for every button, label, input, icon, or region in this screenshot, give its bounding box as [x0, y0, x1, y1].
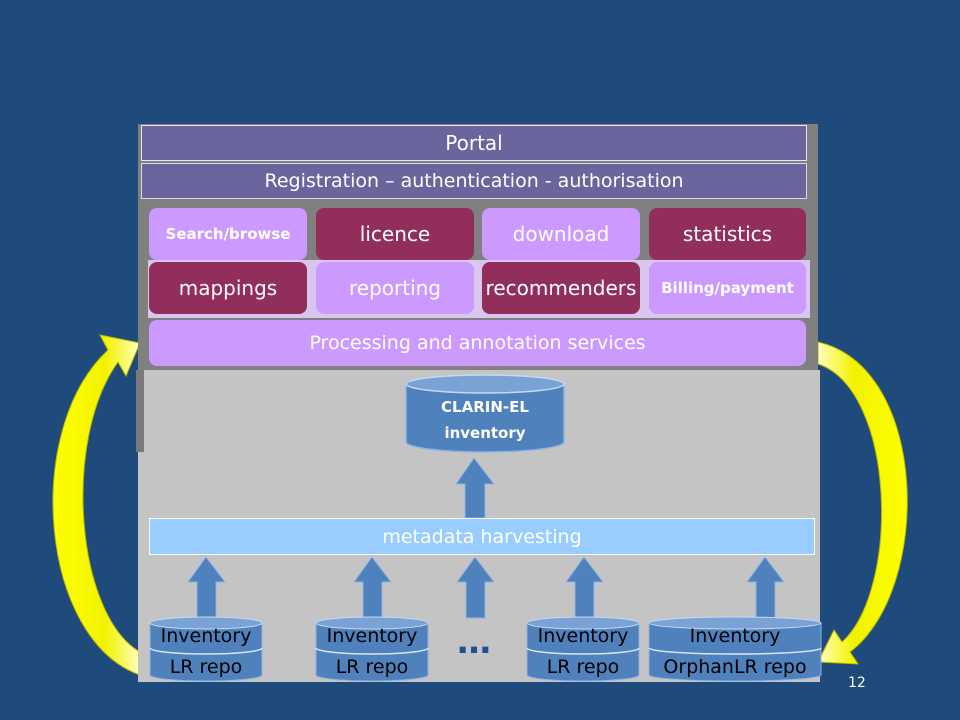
clarin-el-inventory-db[interactable]: CLARIN-EL inventory — [405, 374, 565, 454]
download-box[interactable]: download — [482, 208, 640, 260]
metadata-harvesting-bar[interactable]: metadata harvesting — [149, 518, 815, 555]
repo-cylinder-2[interactable]: Inventory LR repo — [315, 616, 429, 682]
orphan-repo-cylinder[interactable]: Inventory OrphanLR repo — [648, 616, 822, 682]
up-arrow-to-db — [455, 457, 496, 519]
repo-bottom-label: LR repo — [546, 656, 620, 678]
repo-cylinder-3[interactable]: Inventory LR repo — [526, 616, 640, 682]
up-arrow-repo1 — [187, 556, 227, 619]
database-icon — [526, 616, 640, 682]
billing-payment-box[interactable]: Billing/payment — [649, 262, 806, 314]
left-cycle-arrow — [52, 334, 141, 676]
auth-bar[interactable]: Registration – authentication - authoris… — [141, 163, 807, 199]
repo-cylinder-1[interactable]: Inventory LR repo — [149, 616, 263, 682]
database-icon — [648, 616, 822, 682]
reporting-box[interactable]: reporting — [316, 262, 474, 314]
statistics-box[interactable]: statistics — [649, 208, 806, 260]
up-arrow-repo4 — [746, 556, 786, 619]
panel-shadow — [136, 370, 144, 452]
repo-top-label: Inventory — [160, 625, 252, 647]
repo-top-label: Inventory — [689, 625, 781, 647]
portal-bar[interactable]: Portal — [141, 125, 807, 161]
up-arrow-repo3 — [565, 556, 605, 619]
repo-top-label: Inventory — [537, 625, 629, 647]
more-repos-ellipsis: … — [457, 622, 493, 662]
repo-bottom-label: OrphanLR repo — [663, 656, 807, 678]
repo-bottom-label: LR repo — [335, 656, 409, 678]
mappings-box[interactable]: mappings — [149, 262, 307, 314]
right-cycle-arrow — [817, 341, 908, 665]
up-arrow-ellipsis — [456, 556, 496, 619]
recommenders-box[interactable]: recommenders — [482, 262, 640, 314]
repo-bottom-label: LR repo — [169, 656, 243, 678]
db-label-line2: inventory — [444, 424, 526, 442]
up-arrow-repo2 — [353, 556, 393, 619]
database-icon — [405, 374, 565, 453]
search-browse-box[interactable]: Search/browse — [149, 208, 307, 260]
db-label-line1: CLARIN-EL — [441, 398, 529, 416]
repo-top-label: Inventory — [326, 625, 418, 647]
database-icon — [149, 616, 263, 682]
processing-services-box[interactable]: Processing and annotation services — [149, 320, 806, 366]
licence-box[interactable]: licence — [316, 208, 474, 260]
page-number: 12 — [848, 675, 866, 691]
database-icon — [315, 616, 429, 682]
